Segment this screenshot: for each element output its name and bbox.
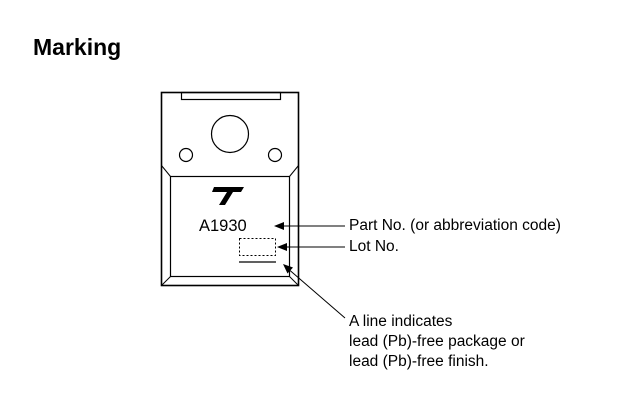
lead-free-label-line-2: lead (Pb)-free package or	[349, 333, 525, 350]
page-title: Marking	[33, 34, 122, 60]
part-no-label: Part No. (or abbreviation code)	[349, 217, 561, 234]
lot-no-label: Lot No.	[349, 238, 399, 255]
lead-free-arrowhead	[283, 264, 293, 274]
lead-free-label-line-3: lead (Pb)-free finish.	[349, 353, 489, 370]
bevel-line	[289, 276, 299, 286]
mounting-hole	[210, 114, 250, 154]
lot-no-arrowhead	[277, 243, 287, 251]
toshiba-t-logo-icon	[212, 187, 244, 205]
bevel-line	[289, 165, 299, 177]
lead-free-arrow	[285, 266, 346, 319]
right-pin-mark	[267, 147, 283, 163]
bevel-line	[161, 165, 171, 177]
package-tab-slot	[180, 91, 282, 101]
left-pin-mark	[178, 147, 194, 163]
bevel-line	[161, 276, 171, 286]
lead-free-label-line-1: A line indicates	[349, 313, 453, 330]
lot-number-box	[239, 238, 276, 256]
part-no-arrowhead	[274, 222, 284, 230]
part-code-text: A1930	[199, 217, 247, 235]
